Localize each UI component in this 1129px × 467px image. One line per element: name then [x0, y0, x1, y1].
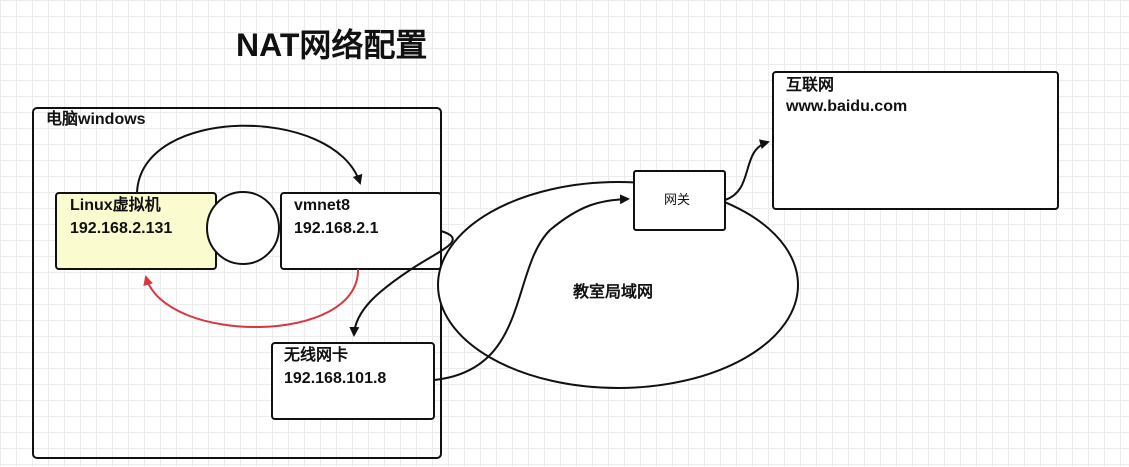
- lan-label: 教室局域网: [573, 284, 654, 301]
- lan-ellipse: [437, 181, 799, 389]
- wireless-nic-label: 无线网卡 192.168.101.8: [284, 346, 386, 388]
- diagram-title: NAT网络配置: [236, 27, 428, 63]
- arrow-nic-to-gateway: [433, 194, 630, 381]
- nat-circle: [206, 191, 280, 265]
- internet-name: 互联网: [786, 77, 835, 94]
- linux-vm-ip: 192.168.2.131: [70, 220, 173, 238]
- arrow-vm-to-vmnet8: [136, 124, 363, 194]
- arrow-gateway-to-internet: [724, 139, 770, 201]
- linux-vm-label: Linux虚拟机 192.168.2.131: [70, 196, 172, 238]
- internet-box: [772, 71, 1059, 210]
- internet-label: 互联网 www.baidu.com: [786, 76, 907, 116]
- gateway-box: [633, 170, 726, 231]
- internet-url: www.baidu.com: [786, 98, 908, 116]
- arrow-return-to-vm: [143, 268, 360, 329]
- wireless-nic-box: [271, 342, 435, 420]
- wireless-nic-name: 无线网卡: [284, 347, 349, 364]
- gateway-label: 网关: [664, 192, 691, 207]
- linux-vm-name: Linux虚拟机: [70, 197, 161, 214]
- wireless-nic-ip: 192.168.101.8: [284, 370, 387, 388]
- vmnet8-name: vmnet8: [294, 197, 351, 214]
- vmnet8-ip: 192.168.2.1: [294, 220, 379, 238]
- arrow-vmnet8-to-nic: [349, 230, 454, 337]
- vmnet8-label: vmnet8 192.168.2.1: [294, 196, 379, 238]
- host-pc-label: 电脑windows: [46, 111, 146, 128]
